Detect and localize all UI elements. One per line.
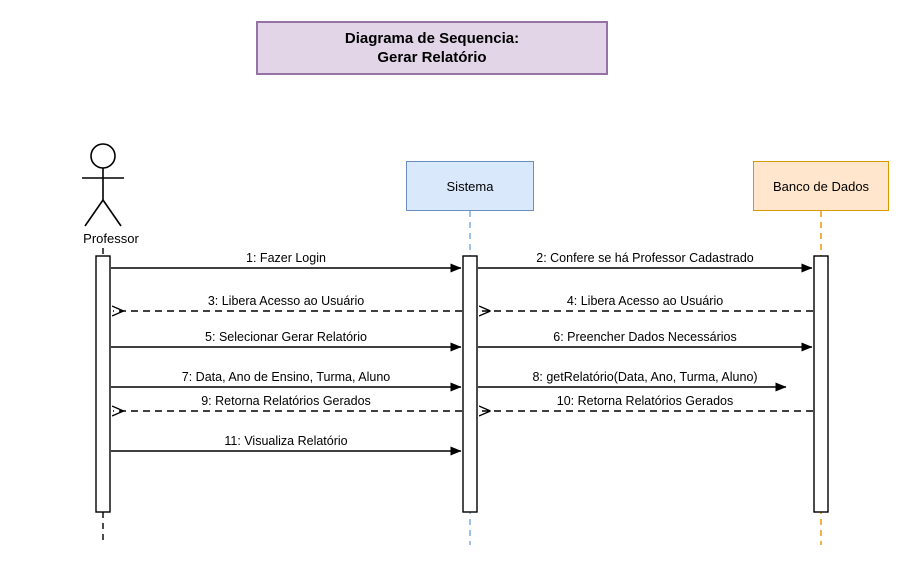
message-label-10: 10: Retorna Relatórios Gerados xyxy=(556,394,734,408)
message-label-9: 9: Retorna Relatórios Gerados xyxy=(201,394,371,408)
message-label-6: 6: Preencher Dados Necessários xyxy=(553,330,737,344)
activation-bar-sistema xyxy=(462,255,478,513)
activation-bar-banco-de-dados xyxy=(813,255,829,513)
message-label-1: 1: Fazer Login xyxy=(246,251,326,265)
participant-label-banco-de-dados: Banco de Dados xyxy=(772,178,870,194)
diagram-title-line1: Diagrama de Sequencia: xyxy=(344,30,520,47)
participant-label-sistema: Sistema xyxy=(446,178,494,194)
message-label-7: 7: Data, Ano de Ensino, Turma, Aluno xyxy=(181,370,391,384)
message-label-3: 3: Libera Acesso ao Usuário xyxy=(207,294,365,308)
message-label-11: 11: Visualiza Relatório xyxy=(224,434,348,448)
activation-bar-professor xyxy=(95,255,111,513)
participant-header-sistema[interactable]: Sistema xyxy=(406,161,534,211)
message-label-4: 4: Libera Acesso ao Usuário xyxy=(566,294,724,308)
diagram-title-box: Diagrama de Sequencia: Gerar Relatório xyxy=(256,21,608,75)
diagram-title-line2: Gerar Relatório xyxy=(377,49,487,66)
participant-header-banco-de-dados[interactable]: Banco de Dados xyxy=(753,161,889,211)
message-label-2: 2: Confere se há Professor Cadastrado xyxy=(536,251,754,265)
participant-label-professor: Professor xyxy=(83,231,139,246)
actor-figure-professor[interactable] xyxy=(82,143,124,227)
message-label-5: 5: Selecionar Gerar Relatório xyxy=(205,330,367,344)
message-label-8: 8: getRelatório(Data, Ano, Turma, Aluno) xyxy=(532,370,758,384)
